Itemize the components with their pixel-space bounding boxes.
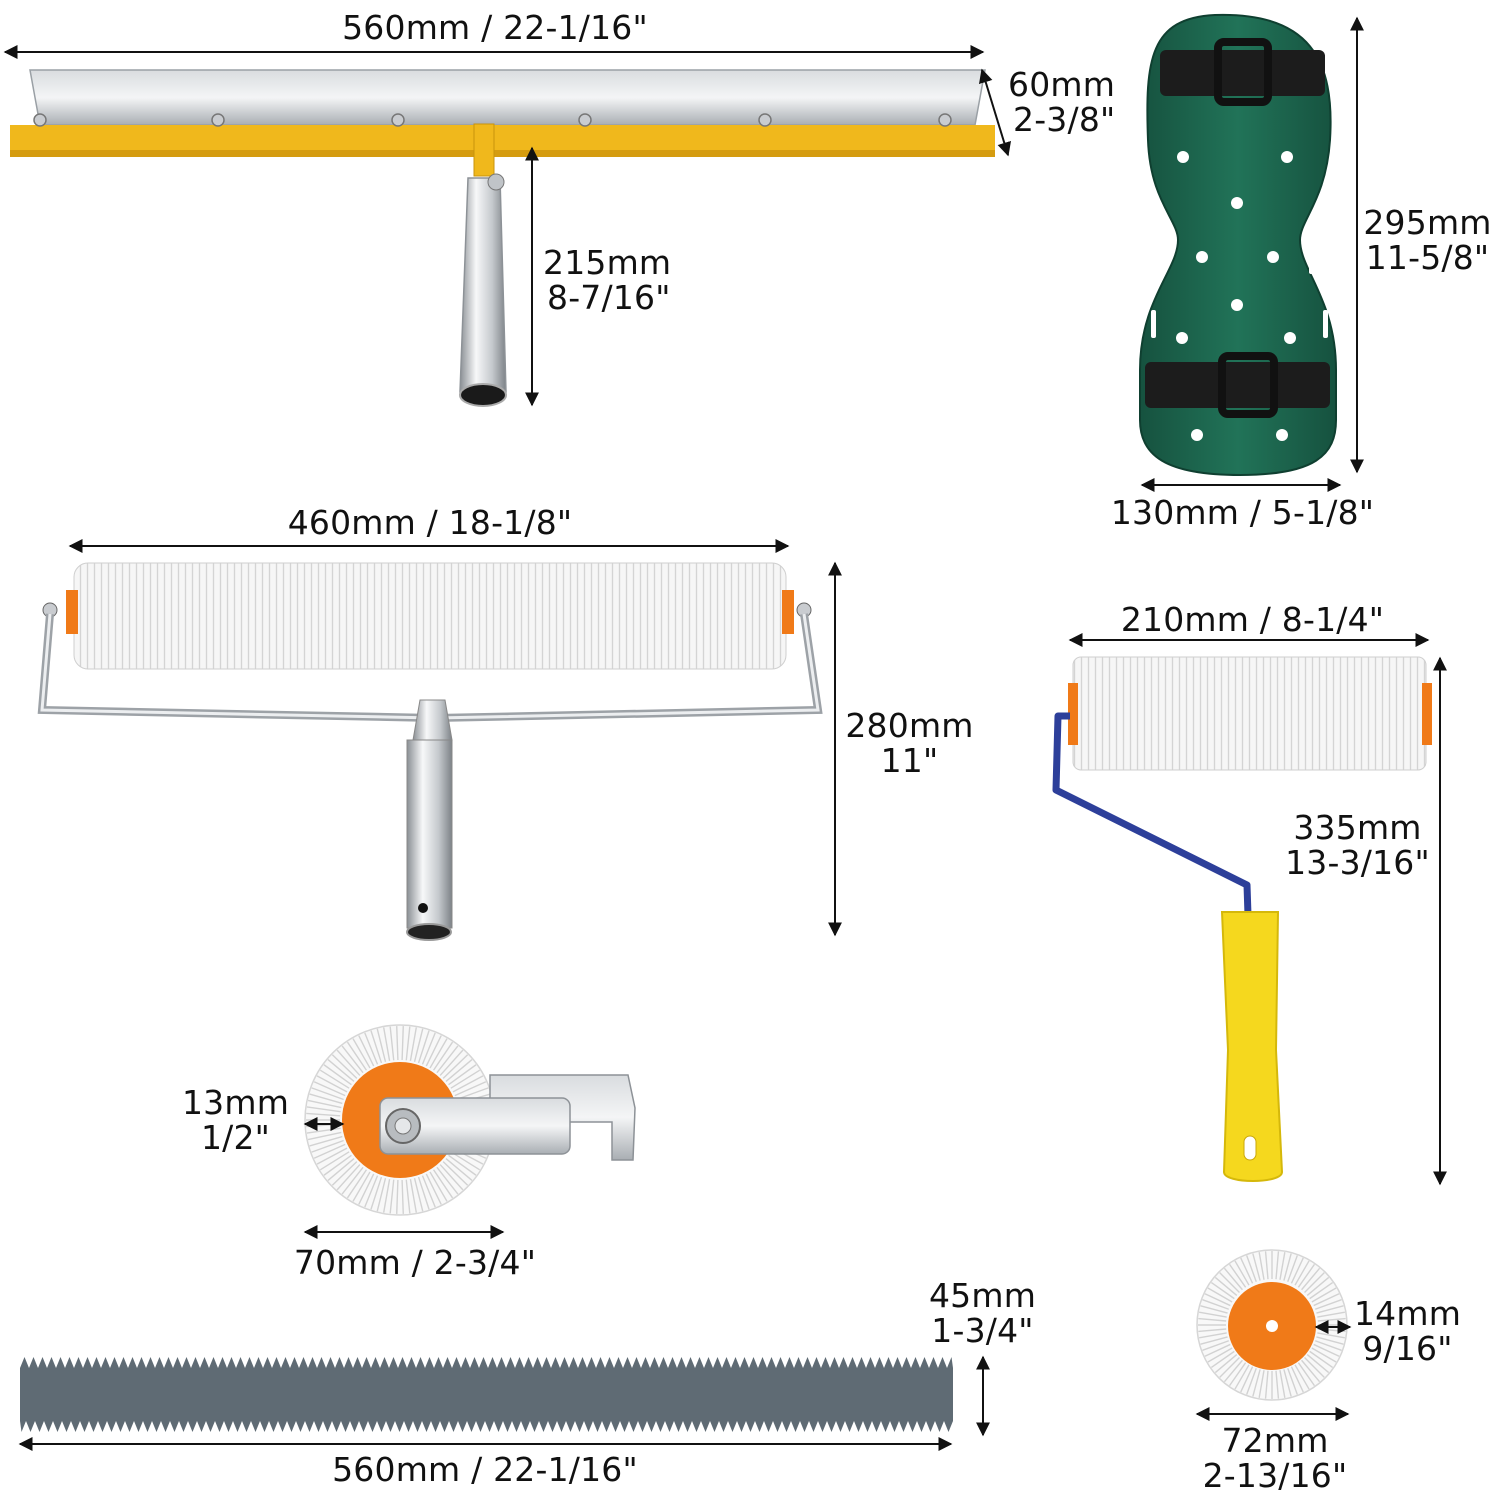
squeegee-wingnut-icon — [487, 173, 505, 191]
squeegee-handle-in-label: 8-7/16" — [547, 278, 671, 317]
mini-roller-spike-mm-label: 14mm — [1353, 1294, 1462, 1333]
medium-roller-width-label: 210mm / 8-1/4" — [1120, 600, 1385, 639]
large-roller-illustration — [37, 562, 823, 941]
shoe-length-in-label: 11-5/8" — [1365, 238, 1490, 277]
squeegee-blade-mm-label: 60mm — [1008, 65, 1116, 104]
shoe-width-label: 130mm / 5-1/8" — [1110, 493, 1375, 532]
spiked-shoe-illustration — [1139, 13, 1337, 477]
medium-roller-height-mm-label: 335mm — [1293, 808, 1422, 847]
mini-roller-illustration — [1196, 1249, 1348, 1401]
small-roller-illustration — [304, 1024, 636, 1216]
mini-roller-diameter-in-label: 2-13/16" — [1202, 1456, 1348, 1495]
squeegee-blade-arrow — [978, 68, 1012, 157]
squeegee-width-label: 560mm / 22-1/16" — [342, 8, 648, 47]
squeegee-handle-mm-label: 215mm — [543, 243, 672, 282]
squeegee-blade-in-label: 2-3/8" — [1013, 100, 1116, 139]
squeegee-illustration — [10, 69, 995, 407]
small-roller-diameter-label: 70mm / 2-3/4" — [293, 1243, 537, 1282]
small-roller-spike-mm-label: 13mm — [181, 1083, 290, 1122]
serrated-blade-illustration — [20, 1357, 953, 1432]
large-roller-height-mm-label: 280mm — [845, 706, 974, 745]
serrated-height-in-label: 1-3/4" — [931, 1311, 1034, 1350]
mini-roller-diameter-mm-label: 72mm — [1221, 1421, 1329, 1460]
medium-roller-height-in-label: 13-3/16" — [1285, 843, 1430, 882]
serrated-length-label: 560mm / 22-1/16" — [332, 1450, 638, 1489]
small-roller-spike-in-label: 1/2" — [200, 1118, 271, 1157]
serrated-height-mm-label: 45mm — [928, 1276, 1037, 1315]
mini-roller-spike-in-label: 9/16" — [1362, 1329, 1453, 1368]
large-roller-width-label: 460mm / 18-1/8" — [287, 503, 573, 542]
dimension-arrows — [3, 16, 1447, 1451]
shoe-length-mm-label: 295mm — [1363, 203, 1492, 242]
medium-roller-illustration — [1052, 656, 1432, 1182]
large-roller-height-in-label: 11" — [880, 741, 939, 780]
